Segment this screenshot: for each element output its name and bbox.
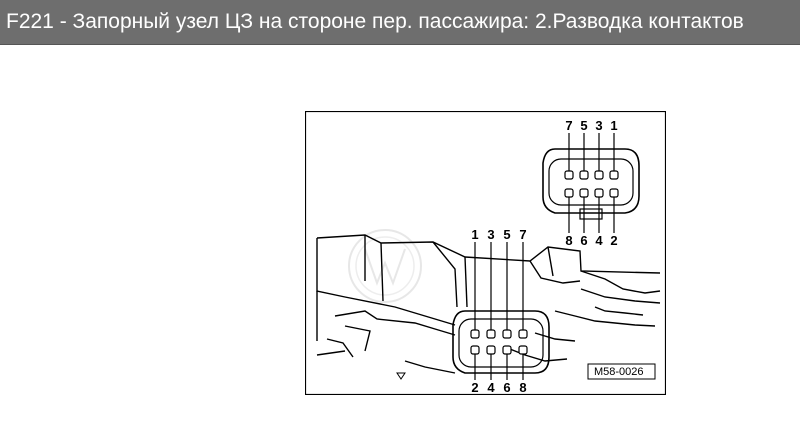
- top-pin-label: 5: [580, 118, 587, 133]
- bottom-connector-pin: [502, 345, 512, 355]
- top-pin-label: 4: [595, 233, 603, 248]
- page-title: F221 - Запорный узел ЦЗ на стороне пер. …: [6, 10, 744, 33]
- bottom-connector-pin: [502, 329, 512, 339]
- bottom-connector-pin: [470, 329, 480, 339]
- top-pin-label: 1: [610, 118, 617, 133]
- top-connector-pin: [579, 170, 589, 180]
- top-connector-pin: [609, 188, 619, 198]
- bottom-pin-label: 4: [487, 380, 495, 395]
- bottom-connector-pin: [518, 329, 528, 339]
- top-connector-pin: [564, 170, 574, 180]
- bottom-pin-label: 1: [471, 227, 478, 242]
- bottom-connector-pin: [470, 345, 480, 355]
- bottom-connector-pin: [486, 345, 496, 355]
- lock-body: [316, 234, 661, 374]
- small-triangle-mark: [396, 372, 406, 380]
- top-connector-pin: [609, 170, 619, 180]
- top-pin-label: 6: [580, 233, 587, 248]
- bottom-pin-label: 5: [503, 227, 510, 242]
- bottom-pin-label: 2: [471, 380, 478, 395]
- bottom-pin-label: 3: [487, 227, 494, 242]
- top-connector-pin: [564, 188, 574, 198]
- bottom-connector-pin: [486, 329, 496, 339]
- top-pin-label: 8: [565, 233, 572, 248]
- bottom-connector-pin: [518, 345, 528, 355]
- top-pin-label: 2: [610, 233, 617, 248]
- title-bar: F221 - Запорный узел ЦЗ на стороне пер. …: [0, 0, 800, 45]
- top-pin-label: 7: [565, 118, 572, 133]
- watermark-logo: [348, 229, 422, 303]
- figure-code: M58-0026: [594, 366, 644, 378]
- figure-code-box: [587, 363, 656, 380]
- bottom-pin-label: 6: [503, 380, 510, 395]
- top-pin-label: 3: [595, 118, 602, 133]
- bottom-pin-label: 8: [519, 380, 526, 395]
- top-connector-pin: [594, 188, 604, 198]
- top-connector-pin: [579, 188, 589, 198]
- bottom-pin-label: 7: [519, 227, 526, 242]
- top-connector-pin: [594, 170, 604, 180]
